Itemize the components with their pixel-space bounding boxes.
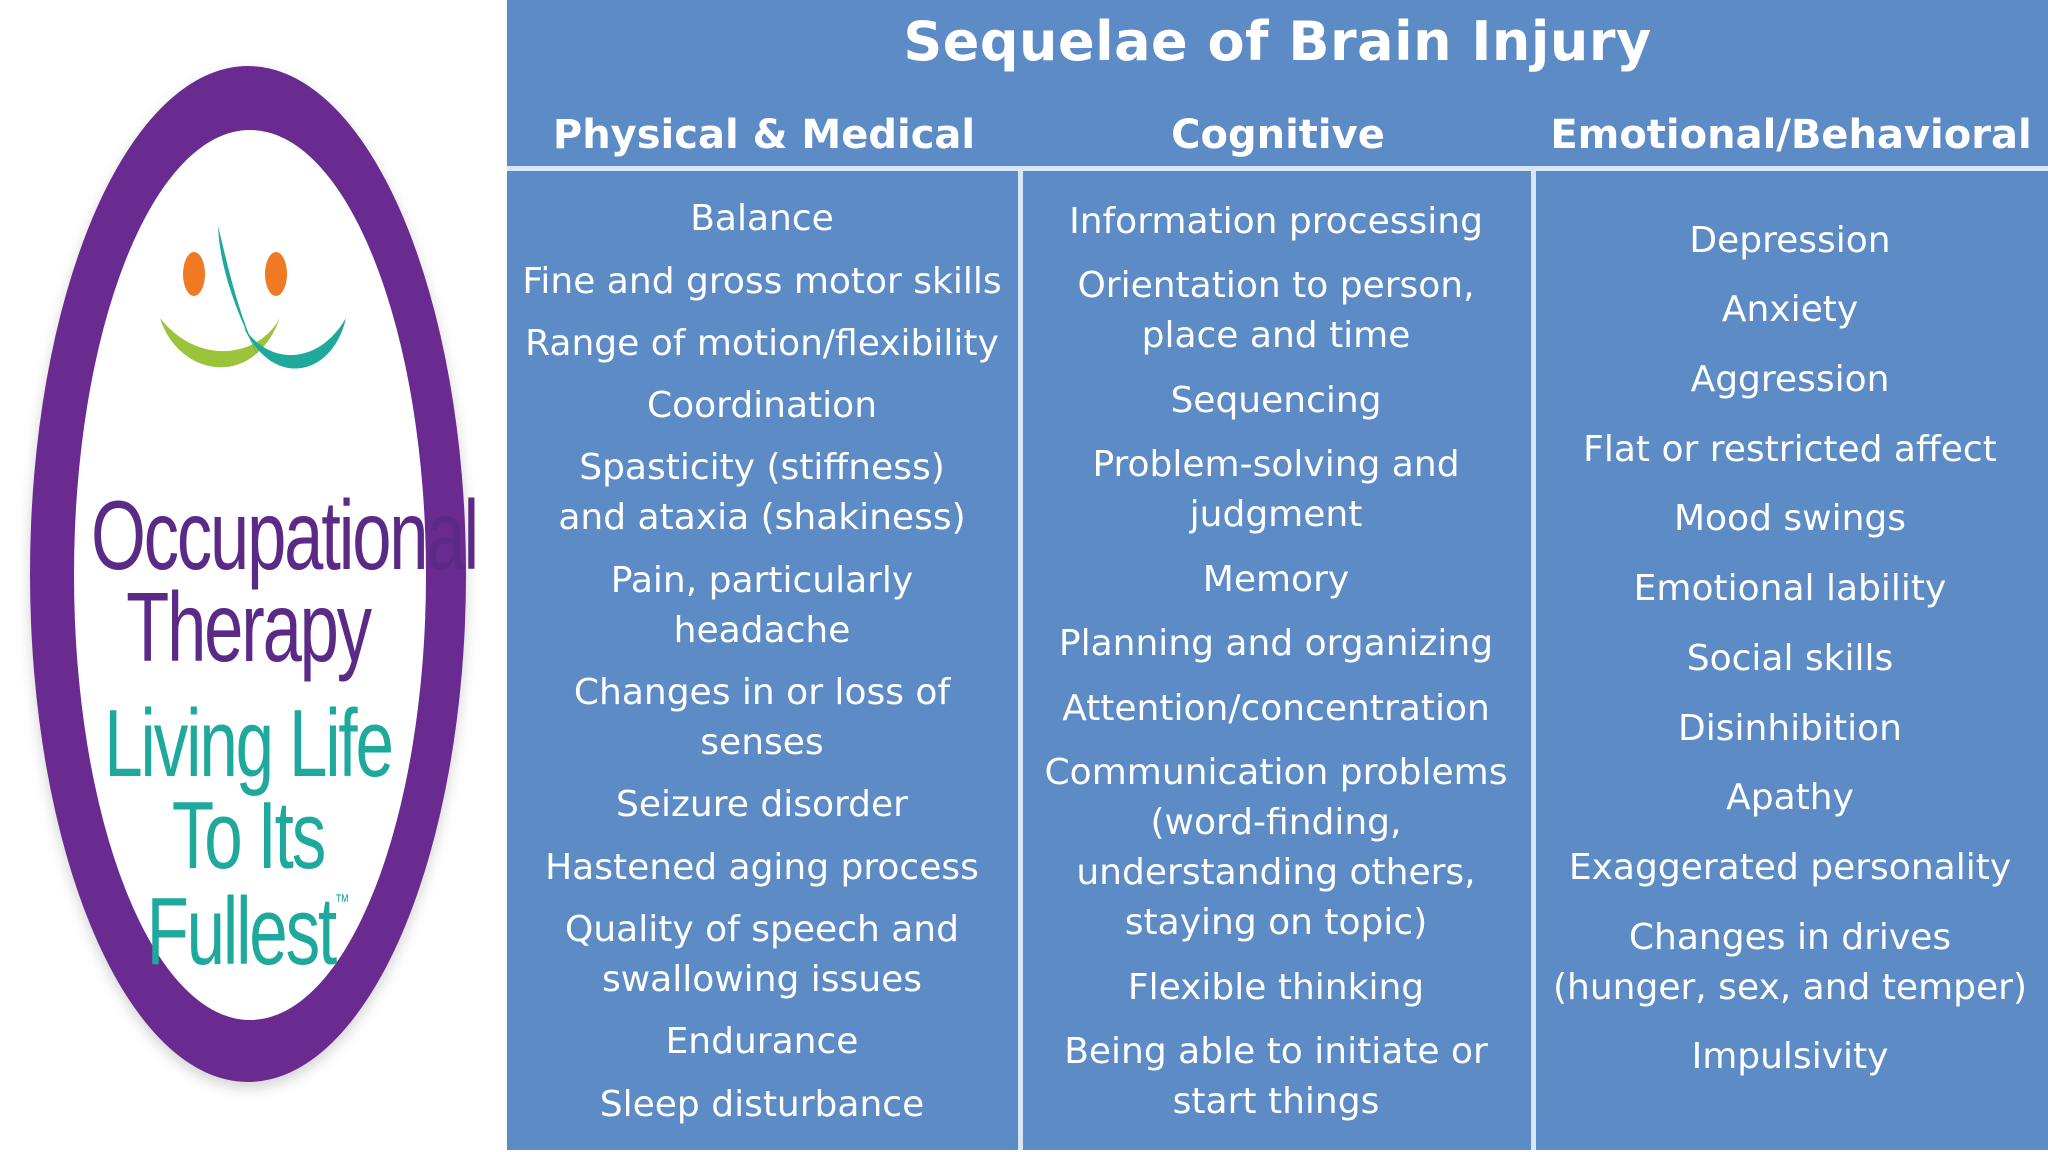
list-item: Being able to initiate or start things [1064, 1031, 1488, 1123]
sequelae-table: Sequelae of Brain Injury Physical & Medi… [507, 0, 2048, 1150]
column-cognitive: Information processing Orientation to pe… [1023, 182, 1529, 1142]
list-item: Impulsivity [1691, 1036, 1889, 1078]
list-item: Planning and organizing [1058, 623, 1494, 665]
list-item: Memory [1202, 558, 1350, 600]
column-divider [1018, 166, 1023, 1150]
list-item: Apathy [1726, 777, 1854, 819]
list-item: Orientation to person, place and time [1077, 265, 1475, 357]
header-emotional-behavioral: Emotional/Behavioral [1550, 112, 2032, 158]
trademark-symbol: ™ [335, 891, 350, 913]
list-item: Fine and gross motor skills [522, 260, 1002, 302]
column-physical-medical: Balance Fine and gross motor skills Rang… [509, 182, 1015, 1142]
table-title: Sequelae of Brain Injury [903, 10, 1652, 73]
list-item: Sleep disturbance [599, 1083, 925, 1125]
header-divider [507, 166, 2048, 171]
list-item: Coordination [646, 385, 878, 427]
list-item: Quality of speech and swallowing issues [565, 908, 959, 1000]
list-item: Changes in drives (hunger, sex, and temp… [1553, 916, 2027, 1008]
list-item: Sequencing [1170, 379, 1382, 421]
green-swoosh-icon [160, 318, 280, 368]
logo-tagline: To Its Fullest [146, 782, 338, 985]
people-figure-icon [160, 226, 346, 369]
ot-logo: Occupational Therapy Living Life To Its … [30, 66, 479, 1082]
list-item: Disinhibition [1678, 707, 1902, 749]
list-item: Depression [1689, 219, 1891, 261]
list-item: Emotional lability [1633, 568, 1947, 610]
list-item: Communication problems (word-finding, un… [1044, 752, 1508, 944]
column-emotional-behavioral: Depression Anxiety Aggression Flat or re… [1537, 182, 2043, 1142]
list-item: Social skills [1686, 637, 1894, 679]
list-item: Spasticity (stiffness) and ataxia (shaki… [558, 447, 966, 539]
list-item: Flexible thinking [1127, 966, 1425, 1008]
right-head-icon [265, 252, 287, 296]
list-item: Attention/concentration [1062, 687, 1490, 729]
list-item: Range of motion/flexibility [525, 322, 999, 364]
logo-text-to-its-fullest: To Its Fullest™ [91, 788, 405, 980]
list-item: Hastened aging process [545, 846, 979, 888]
logo-text-occupational: Occupational [91, 480, 479, 590]
list-item: Information processing [1069, 200, 1483, 242]
list-item: Flat or restricted affect [1583, 428, 1997, 470]
list-item: Pain, particularly headache [610, 559, 914, 651]
list-item: Exaggerated personality [1568, 846, 2012, 888]
column-headers: Physical & Medical Cognitive Emotional/B… [507, 112, 2048, 168]
teal-swoosh-icon [243, 318, 346, 369]
list-item: Seizure disorder [616, 784, 908, 826]
list-item: Endurance [665, 1021, 859, 1063]
list-item: Balance [690, 198, 834, 240]
left-head-icon [183, 252, 205, 296]
list-item: Aggression [1690, 359, 1890, 401]
logo-text-therapy: Therapy [126, 572, 372, 682]
list-item: Anxiety [1721, 289, 1859, 331]
list-item: Changes in or loss of senses [573, 672, 951, 764]
logo-text-living-life: Living Life [104, 690, 394, 797]
header-cognitive: Cognitive [1171, 112, 1385, 158]
list-item: Problem-solving and judgment [1092, 444, 1460, 536]
column-divider [1531, 166, 1536, 1150]
list-item: Mood swings [1673, 498, 1907, 540]
logo-inner-circle [74, 130, 426, 1020]
header-physical-medical: Physical & Medical [552, 112, 976, 158]
